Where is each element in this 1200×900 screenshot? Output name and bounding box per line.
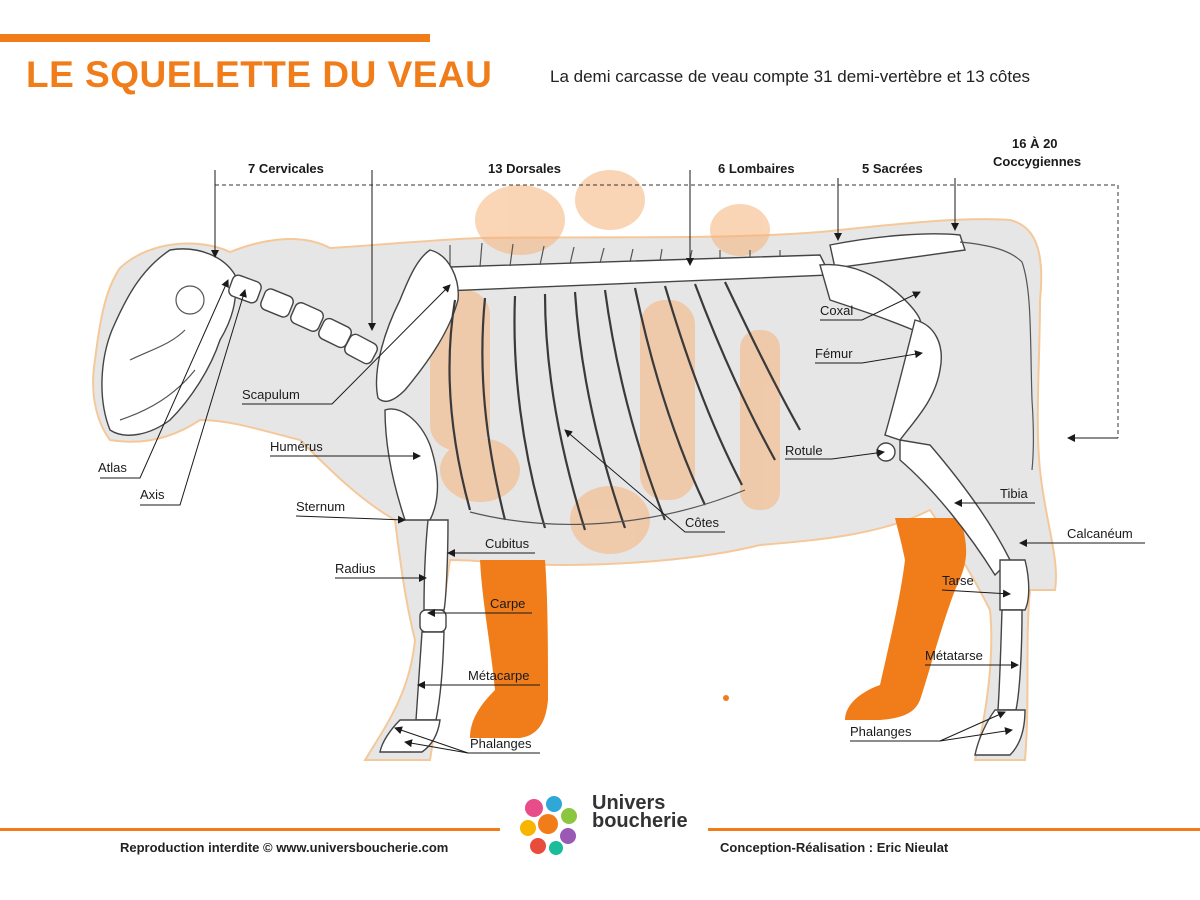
spine-bracket	[211, 170, 1119, 442]
footer-copyright: Reproduction interdite © www.universbouc…	[120, 840, 449, 855]
page-title: LE SQUELETTE DU VEAU	[26, 54, 493, 95]
label-tarse: Tarse	[942, 573, 974, 588]
label-cotes: Côtes	[685, 515, 719, 530]
logo-text-boucherie: boucherie	[592, 810, 688, 832]
label-rotule: Rotule	[785, 443, 823, 458]
logo-text-univers: Univers	[592, 792, 666, 814]
label-coccygiennes: Coccygiennes	[993, 154, 1081, 169]
footer-rule-right	[708, 828, 1200, 831]
orange-dot	[723, 695, 729, 701]
univers-boucherie-logo: Univers boucherie	[514, 790, 694, 860]
label-phalanges-hind: Phalanges	[850, 724, 912, 739]
label-metatarse: Métatarse	[925, 648, 983, 663]
label-cervicales: 7 Cervicales	[248, 161, 324, 176]
page-subtitle: La demi carcasse de veau compte 31 demi-…	[550, 67, 1031, 86]
bone-labels: Atlas Axis Scapulum Humérus Sternum Radi…	[98, 279, 1145, 754]
cervical-vertebrae	[228, 274, 378, 365]
footer-credits: Conception-Réalisation : Eric Nieulat	[720, 840, 949, 855]
label-scapulum: Scapulum	[242, 387, 300, 402]
footer-rule-left	[0, 828, 500, 831]
logo-emblem-icon	[520, 796, 577, 855]
label-cubitus: Cubitus	[485, 536, 530, 551]
hind-leg-highlight	[845, 518, 967, 720]
label-dorsales: 13 Dorsales	[488, 161, 561, 176]
label-calcaneum: Calcanéum	[1067, 526, 1133, 541]
label-phalanges-front: Phalanges	[470, 736, 532, 751]
hind-leg-bones	[819, 263, 1030, 756]
label-humerus: Humérus	[270, 439, 323, 454]
label-femur: Fémur	[815, 346, 853, 361]
label-sternum: Sternum	[296, 499, 345, 514]
label-coxal: Coxal	[820, 303, 853, 318]
label-radius: Radius	[335, 561, 376, 576]
label-sacrees: 5 Sacrées	[862, 161, 923, 176]
front-leg-highlight	[470, 560, 548, 738]
scapula	[375, 249, 459, 402]
label-coccygiennes-count: 16 À 20	[1012, 136, 1058, 151]
label-lombaires: 6 Lombaires	[718, 161, 795, 176]
label-carpe: Carpe	[490, 596, 525, 611]
rib-cage	[448, 281, 801, 531]
label-atlas: Atlas	[98, 460, 127, 475]
label-axis: Axis	[140, 487, 165, 502]
skull	[101, 248, 237, 436]
label-tibia: Tibia	[1000, 486, 1028, 501]
label-metacarpe: Métacarpe	[468, 668, 529, 683]
top-accent-bar	[0, 34, 430, 42]
